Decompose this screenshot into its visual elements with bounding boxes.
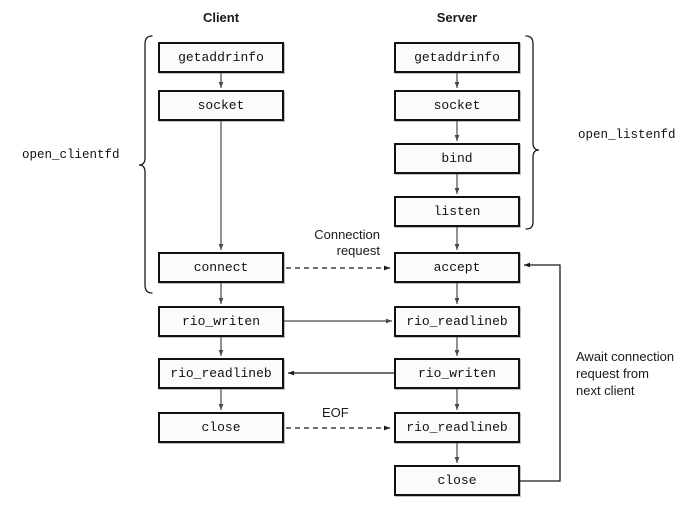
server-node-accept[interactable]: accept (394, 252, 520, 283)
server-node-socket[interactable]: socket (394, 90, 520, 121)
server-node-bind[interactable]: bind (394, 143, 520, 174)
await-connection-label-line2: request from (576, 366, 649, 381)
server-node-getaddrinfo[interactable]: getaddrinfo (394, 42, 520, 73)
client-node-rio-writen[interactable]: rio_writen (158, 306, 284, 337)
server-node-listen[interactable]: listen (394, 196, 520, 227)
server-node-rio-writen[interactable]: rio_writen (394, 358, 520, 389)
server-node-rio-readlineb-2[interactable]: rio_readlineb (394, 412, 520, 443)
connection-request-label-line1: Connection (314, 227, 380, 242)
client-node-close[interactable]: close (158, 412, 284, 443)
arrow-server-close-loop-to-accept (520, 262, 561, 482)
client-node-getaddrinfo[interactable]: getaddrinfo (158, 42, 284, 73)
server-column-header: Server (436, 10, 478, 25)
client-node-connect[interactable]: connect (158, 252, 284, 283)
await-connection-label-line1: Await connection (576, 349, 675, 364)
eof-label: EOF (322, 405, 349, 420)
brace-open-clientfd (138, 35, 153, 294)
client-node-rio-readlineb[interactable]: rio_readlineb (158, 358, 284, 389)
server-node-close[interactable]: close (394, 465, 520, 496)
connection-request-label-line2: request (336, 243, 380, 258)
client-node-socket[interactable]: socket (158, 90, 284, 121)
await-connection-label-line3: next client (576, 383, 635, 398)
open-clientfd-brace-label: open_clientfd (22, 148, 120, 162)
client-column-header: Client (202, 10, 240, 25)
server-node-rio-readlineb-1[interactable]: rio_readlineb (394, 306, 520, 337)
brace-open-listenfd (525, 35, 540, 230)
open-listenfd-brace-label: open_listenfd (578, 128, 676, 142)
